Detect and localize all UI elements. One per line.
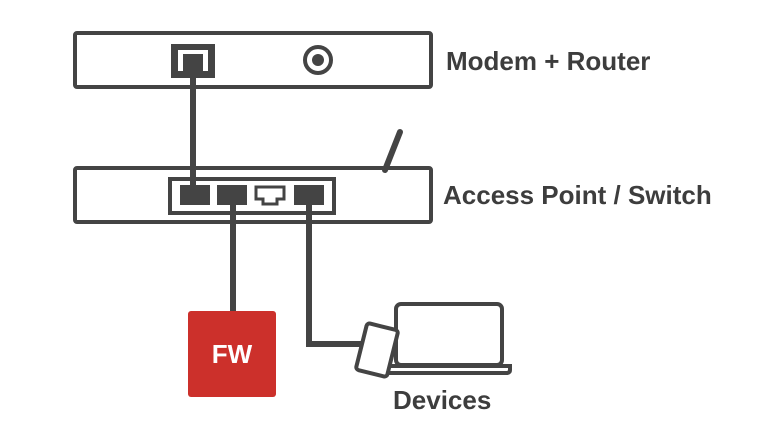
- laptop-icon: [384, 302, 512, 375]
- access-point-box: [73, 166, 433, 224]
- access-point-switch-label: Access Point / Switch: [443, 180, 712, 210]
- devices-label: Devices: [393, 385, 492, 415]
- smartphone-icon: [354, 321, 400, 379]
- antenna-icon: [382, 129, 403, 173]
- coax-port-icon: [303, 45, 333, 75]
- firewall-label: FW: [211, 338, 253, 369]
- modem-router-box: [73, 31, 433, 89]
- firewall-box: [188, 311, 276, 397]
- cable-ap-to-devices: [306, 195, 365, 347]
- switch-port-panel: [168, 177, 336, 215]
- switch-port-3-empty: [254, 185, 286, 206]
- modem-router-label: Modem + Router: [446, 46, 651, 76]
